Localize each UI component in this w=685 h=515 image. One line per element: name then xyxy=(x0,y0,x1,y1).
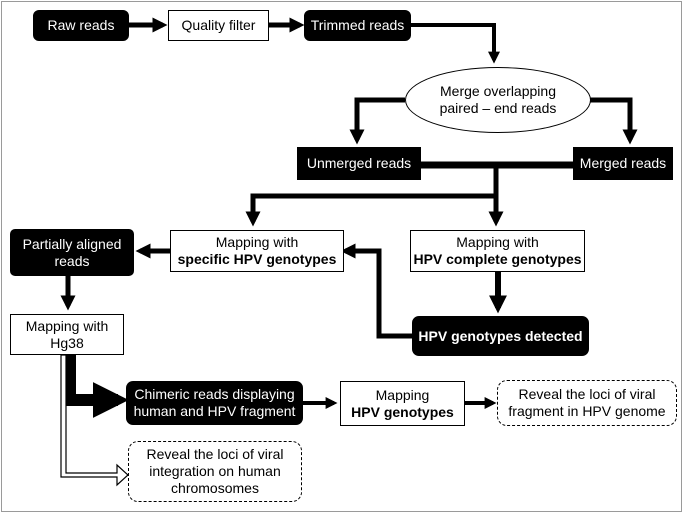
mapping-hg38-label-line1: Mapping with xyxy=(25,317,109,334)
hpv-detected-label: HPV genotypes detected xyxy=(418,327,583,344)
node-trimmed-reads: Trimmed reads xyxy=(304,10,411,41)
chimeric-label-line2: human and HPV fragment xyxy=(133,403,296,419)
reveal-viral-label-line2: fragment in HPV genome xyxy=(508,403,666,419)
node-merged-reads: Merged reads xyxy=(573,147,673,180)
partially-aligned-label-line2: reads xyxy=(54,252,90,269)
quality-filter-label: Quality filter xyxy=(181,17,256,33)
unmerged-reads-label: Unmerged reads xyxy=(306,155,412,171)
reveal-human-label-line3: chromosomes xyxy=(171,480,259,496)
arrow-to-mapping-specific xyxy=(245,193,496,227)
node-chimeric-reads: Chimeric reads displaying human and HPV … xyxy=(126,381,303,425)
arrow-merge-to-unmerged xyxy=(349,97,405,145)
merged-reads-label: Merged reads xyxy=(579,155,667,171)
arrow-hg38-to-chimeric xyxy=(64,352,129,418)
mapping-hpv-label-line2: HPV genotypes xyxy=(351,403,454,420)
mapping-specific-label-line2: specific HPV genotypes xyxy=(177,251,337,267)
mapping-hg38-label-line2: Hg38 xyxy=(50,334,84,351)
node-reveal-viral-fragment: Reveal the loci of viral fragment in HPV… xyxy=(497,380,677,426)
node-mapping-complete-genotypes: Mapping with HPV complete genotypes xyxy=(410,230,585,272)
merge-label-line1: Merge overlapping xyxy=(440,83,556,99)
reveal-human-label-line1: Reveal the loci of viral xyxy=(146,446,284,462)
partially-aligned-label-line1: Partially aligned xyxy=(22,235,122,252)
mapping-complete-label-line1: Mapping with xyxy=(456,234,539,250)
node-partially-aligned-reads: Partially aligned reads xyxy=(10,229,134,276)
node-quality-filter: Quality filter xyxy=(168,10,269,41)
node-hpv-genotypes-detected: HPV genotypes detected xyxy=(412,316,589,356)
node-mapping-hpv-genotypes: Mapping HPV genotypes xyxy=(340,381,465,426)
reveal-human-label-line2: integration on human xyxy=(149,463,281,479)
arrow-trimmed-to-merge xyxy=(410,23,500,64)
node-mapping-hg38: Mapping with Hg38 xyxy=(10,314,124,355)
arrow-detected-to-specific xyxy=(340,243,413,339)
merge-label-line2: paired – end reads xyxy=(439,100,557,116)
node-reveal-human-integration: Reveal the loci of viral integration on … xyxy=(128,441,302,502)
mapping-hpv-label-line1: Mapping xyxy=(375,386,430,403)
reveal-viral-label-line1: Reveal the loci of viral xyxy=(518,386,656,402)
node-mapping-specific-genotypes: Mapping with specific HPV genotypes xyxy=(170,230,344,272)
node-unmerged-reads: Unmerged reads xyxy=(297,147,421,180)
node-raw-reads: Raw reads xyxy=(33,10,129,41)
mapping-complete-label-line2: HPV complete genotypes xyxy=(413,251,582,267)
raw-reads-label: Raw reads xyxy=(47,17,115,33)
hollow-arrow-hg38-to-reveal-human xyxy=(60,354,129,487)
node-merge-paired-end: Merge overlapping paired – end reads xyxy=(405,67,591,133)
trimmed-reads-label: Trimmed reads xyxy=(310,17,405,33)
mapping-specific-label-line1: Mapping with xyxy=(215,234,299,250)
chimeric-label-line1: Chimeric reads displaying xyxy=(134,386,295,402)
arrow-merge-to-merged xyxy=(590,97,638,145)
